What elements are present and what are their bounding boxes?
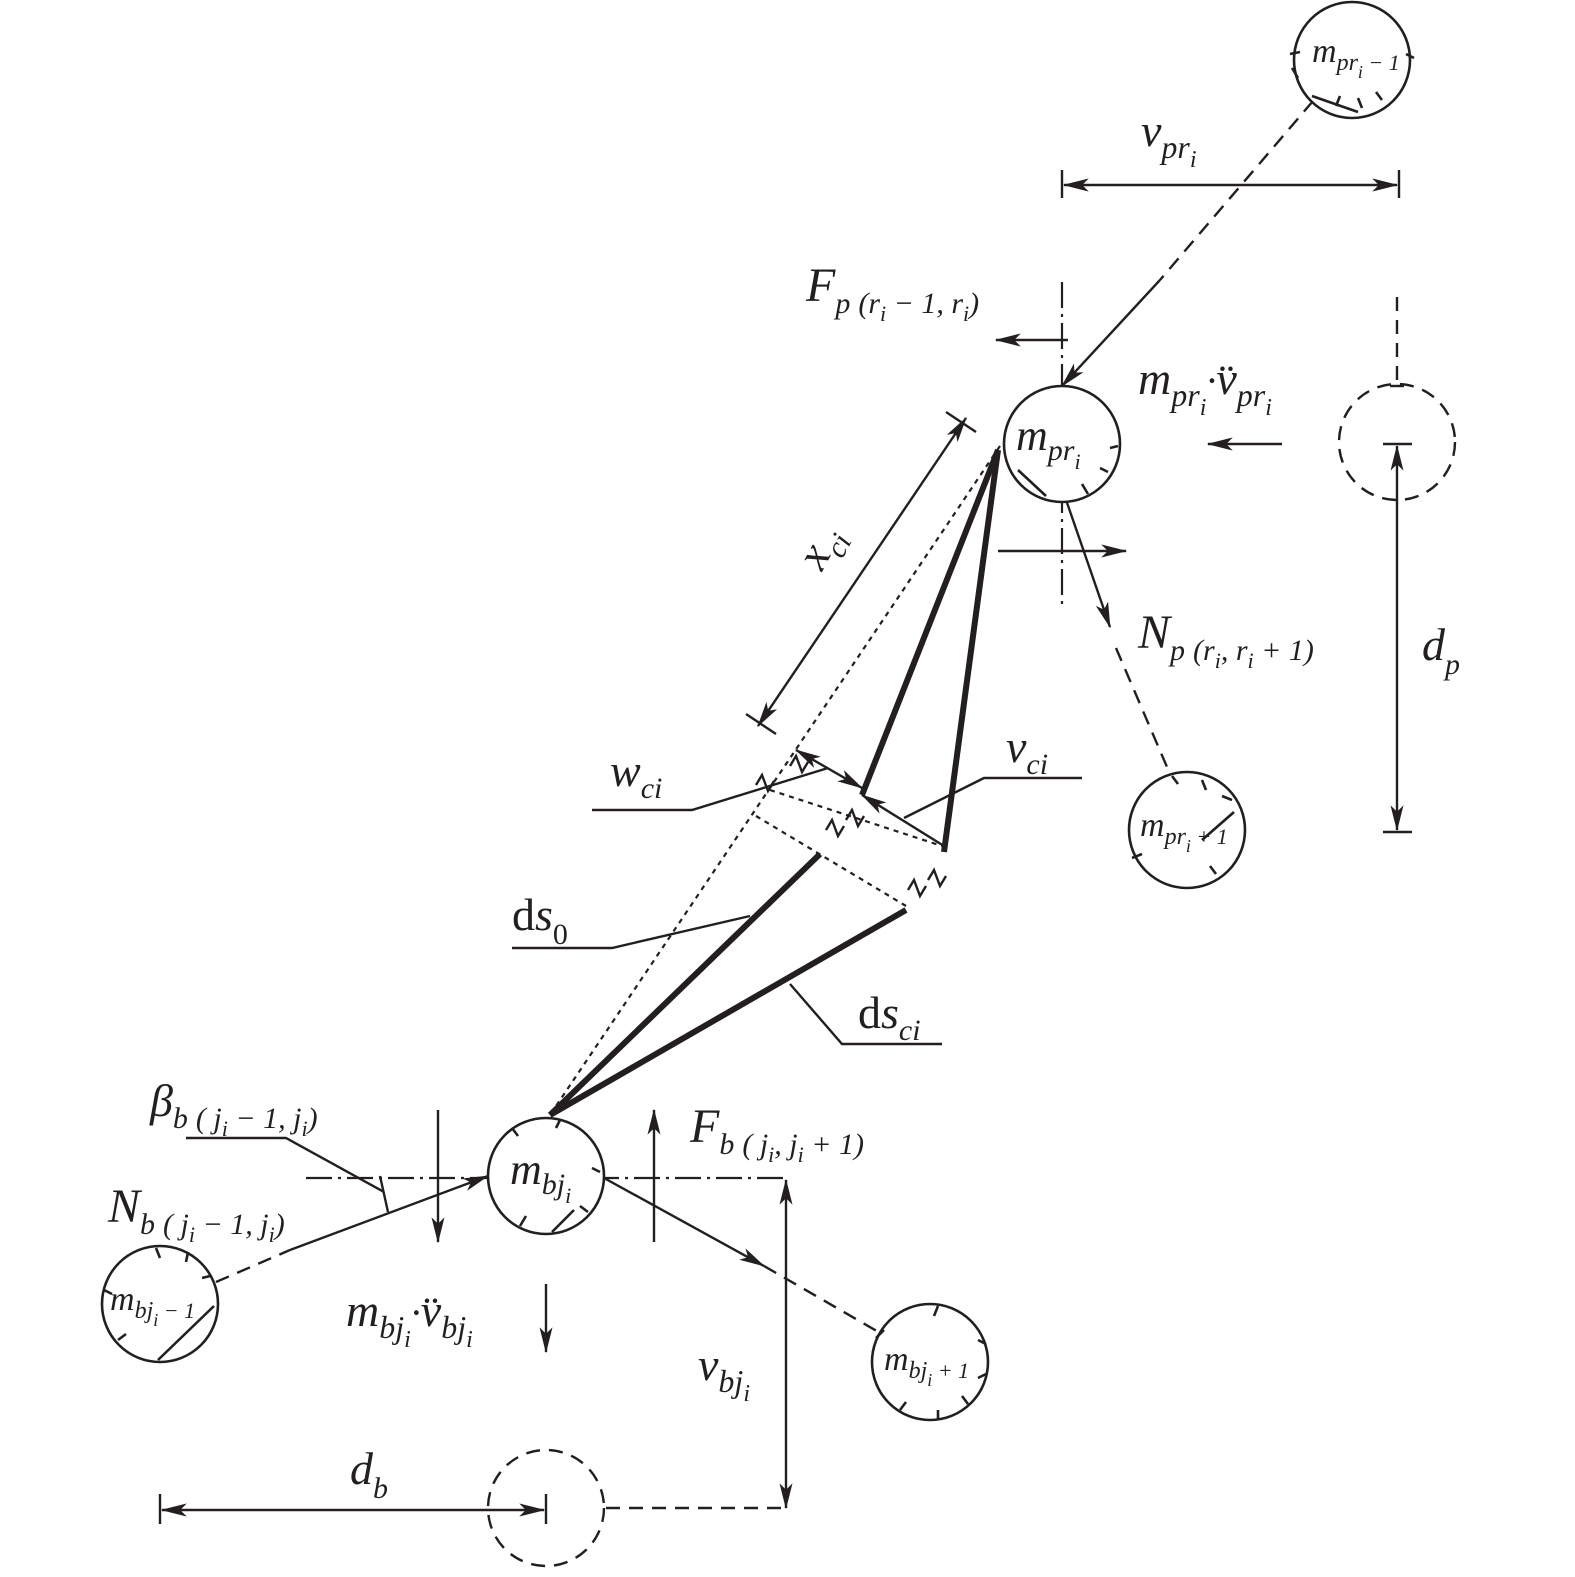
F-b-label: Fb( ji, ji + 1) [689, 1100, 864, 1167]
v-pr-dimension [1060, 170, 1401, 198]
svg-text:mpri + 1: mpri + 1 [1140, 807, 1228, 856]
v-ci-arrow [860, 793, 945, 848]
link-pr-next [1114, 647, 1172, 775]
w-ci-leader [592, 766, 829, 812]
v-ci-leader [903, 776, 1082, 820]
d-b-dimension [158, 1494, 548, 1524]
ball-m-pr-prev: mpri − 1 [1289, 0, 1415, 120]
N-p-arrow [1062, 493, 1112, 629]
v-pr-label: vpri [1141, 105, 1197, 173]
d-p-label: dp [1422, 619, 1460, 681]
force-arrow-pr-prev [1061, 279, 1161, 387]
N-b-label: Nb( ji − 1, ji) [107, 1180, 285, 1247]
dsc-label: dsci [858, 987, 921, 1047]
v-ci-label: vci [1006, 721, 1048, 781]
N-p-label: Np(ri, ri + 1) [1137, 606, 1314, 673]
bar-lower-right [548, 907, 908, 1118]
x-ci-dimension [745, 411, 977, 735]
force-arrow-bj-next [603, 1176, 766, 1268]
x-ci-label: xci [785, 516, 858, 582]
svg-text:mpri: mpri [1016, 411, 1081, 474]
beta-leader [186, 1136, 385, 1194]
ds0-label: ds0 [512, 889, 568, 951]
beta-label: βb( ji − 1, ji) [149, 1075, 318, 1141]
dsc-leader [789, 983, 942, 1046]
svg-text:mbji + 1: mbji + 1 [884, 1341, 969, 1390]
bar-upper-right [941, 449, 1001, 853]
v-bj-label: vbji [698, 1339, 750, 1407]
d-p-dimension [1383, 442, 1412, 834]
m-bj-accel-label: mbji·v̈bji [346, 1285, 473, 1353]
w-ci-arrow [794, 748, 864, 790]
bar-upper-left [859, 448, 1001, 797]
svg-text:mpri − 1: mpri − 1 [1312, 33, 1400, 82]
m-bj-reference-ball [486, 1448, 606, 1568]
ball-m-bj-next: mbji + 1 [870, 1302, 990, 1422]
ball-m-pr-next: mpri + 1 [1127, 770, 1247, 890]
svg-text:mbji − 1: mbji − 1 [110, 1281, 195, 1330]
link-bj-next [763, 1264, 883, 1336]
w-ci-label: wci [610, 745, 662, 805]
bar-lower-left [547, 851, 823, 1118]
ball-m-bj-prev: mbji − 1 [100, 1244, 220, 1364]
guide-dotted-long [549, 445, 1001, 1116]
break-marks [754, 753, 948, 899]
link-pr-prev [1159, 100, 1314, 281]
svg-text:mbji: mbji [510, 1145, 571, 1208]
ds0-leader [512, 914, 751, 950]
N-b-arrow [289, 1174, 490, 1252]
beta-angle-arc [378, 1175, 390, 1213]
ball-m-bj: mbji [486, 1116, 606, 1236]
m-pr-reference-ball [1337, 382, 1457, 502]
m-pr-accel-label: mpri·v̈pri [1138, 353, 1272, 421]
ball-m-pr: mpri [1002, 384, 1122, 504]
link-bj-prev [215, 1248, 291, 1284]
F-p-label: Fp(ri − 1, ri) [805, 259, 979, 326]
d-b-label: db [350, 1443, 388, 1505]
